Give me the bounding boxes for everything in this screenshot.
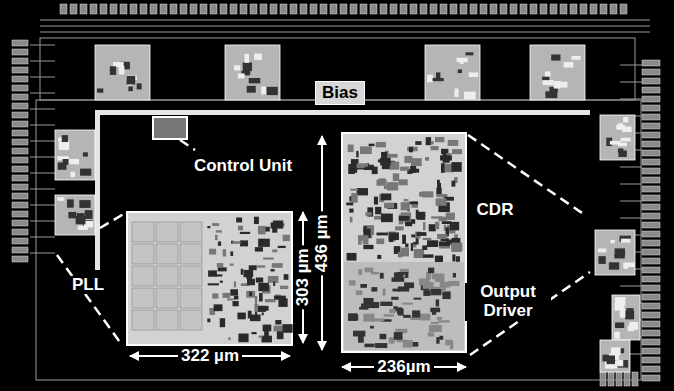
block-label: PLL	[69, 276, 107, 295]
zoom-lines	[57, 135, 590, 355]
block-label: Bias	[322, 84, 358, 103]
callout-label: Control Unit	[190, 157, 296, 176]
block-label: Output Driver	[465, 283, 551, 320]
dimension-arrows	[130, 136, 466, 367]
circuit-blocks	[55, 45, 640, 372]
dimension-label: 303 µm	[294, 245, 313, 309]
dimension-label: 322 µm	[178, 347, 242, 366]
block-label: CDR	[474, 201, 517, 220]
power-rail	[95, 110, 100, 270]
control-unit-box	[153, 117, 187, 139]
dimension-label: 436 µm	[313, 211, 332, 275]
bias-block: Bias	[315, 81, 365, 106]
power-rail	[95, 110, 590, 115]
pll-inset	[127, 212, 293, 345]
bond-pads	[12, 4, 660, 386]
cdr-inset	[342, 133, 466, 352]
dimension-label: 236µm	[374, 358, 433, 377]
wiring	[30, 20, 650, 380]
